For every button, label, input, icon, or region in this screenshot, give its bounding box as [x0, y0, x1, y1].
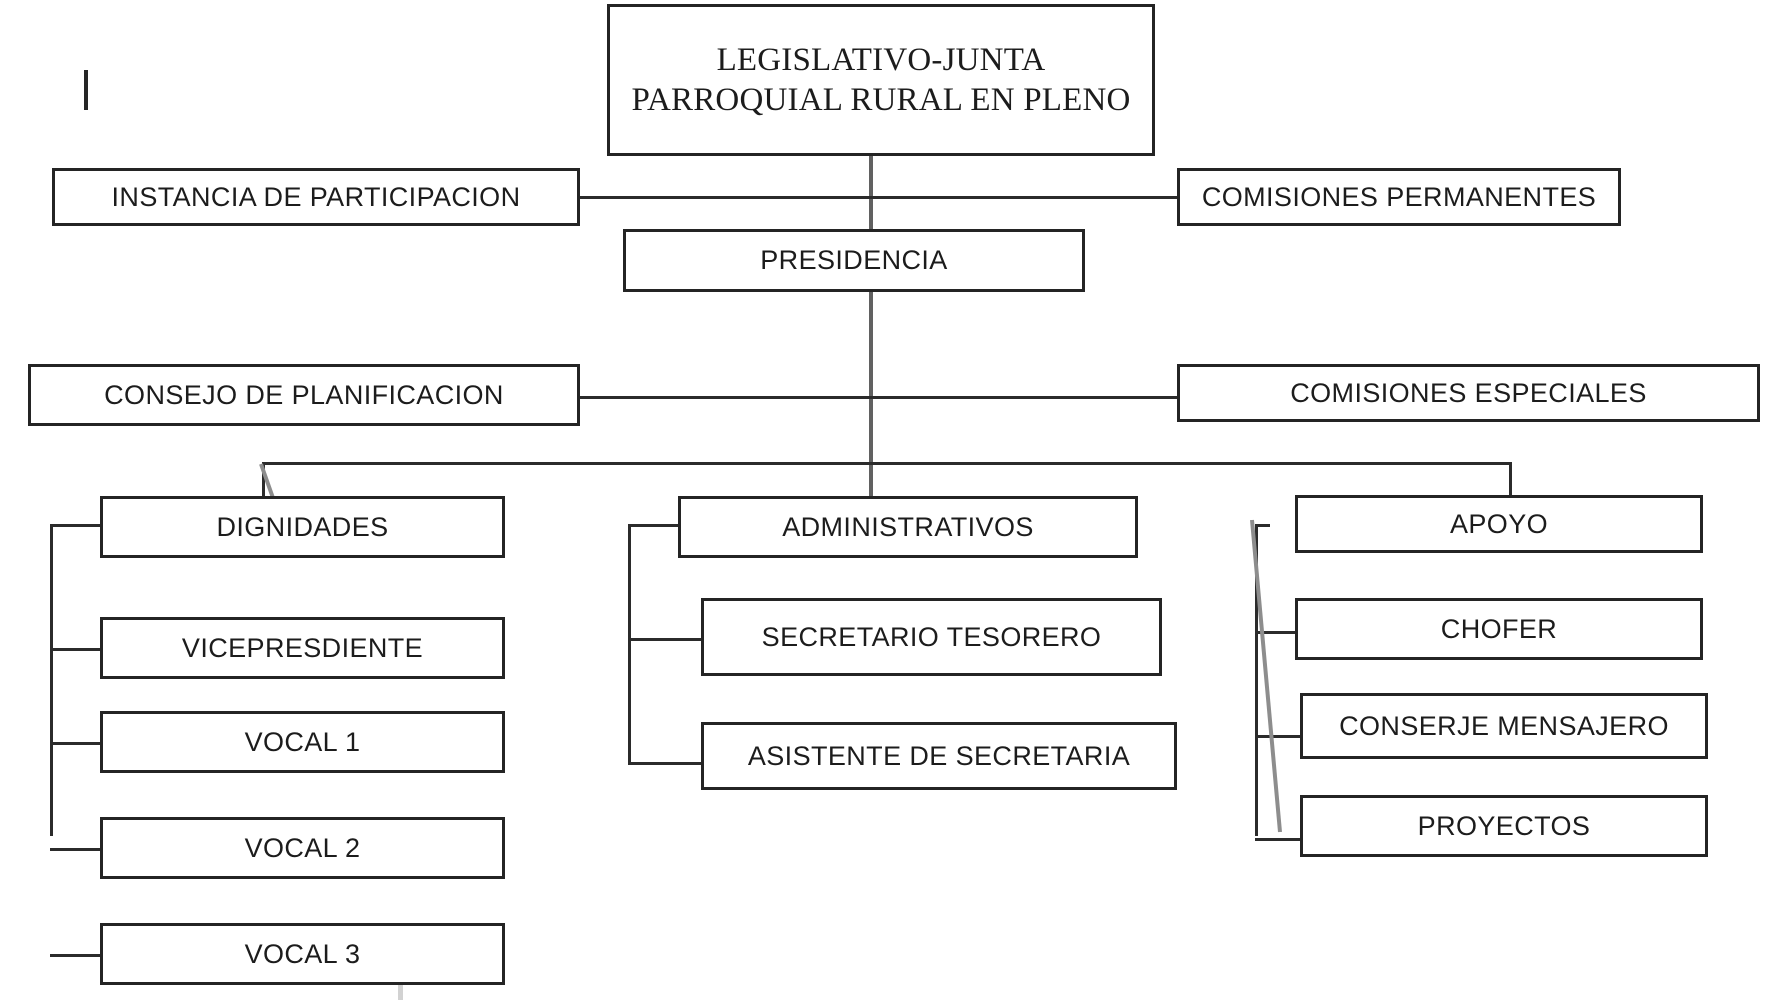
connector-stub-dignidades [50, 524, 102, 527]
node-chofer-label: CHOFER [1440, 613, 1558, 644]
node-comisiones-especiales-label: COMISIONES ESPECIALES [1290, 377, 1647, 408]
node-secretario-tesorero[interactable]: SECRETARIO TESORERO [701, 598, 1162, 676]
connector-stub-proyectos [1255, 838, 1300, 841]
node-instancia-de-participacion[interactable]: INSTANCIA DE PARTICIPACION [52, 168, 580, 226]
node-asistente-de-secretaria[interactable]: ASISTENTE DE SECRETARIA [701, 722, 1177, 790]
connector-stub-vocal1 [50, 742, 102, 745]
node-vocal-2-label: VOCAL 2 [244, 832, 361, 863]
node-asistente-de-secretaria-label: ASISTENTE DE SECRETARIA [747, 740, 1131, 771]
connector-row3-right [869, 396, 1179, 399]
connector-trunk-presidencia-to-bus [869, 291, 873, 463]
node-vocal-1[interactable]: VOCAL 1 [100, 711, 505, 773]
node-comisiones-permanentes-label: COMISIONES PERMANENTES [1201, 181, 1597, 212]
node-vocal-1-label: VOCAL 1 [244, 726, 361, 757]
node-consejo-label: CONSEJO DE PLANIFICACION [104, 379, 504, 410]
node-vocal-3-label: VOCAL 3 [244, 938, 361, 969]
node-root[interactable]: LEGISLATIVO-JUNTA PARROQUIAL RURAL EN PL… [607, 4, 1155, 156]
node-presidencia-label: PRESIDENCIA [760, 245, 948, 276]
node-proyectos[interactable]: PROYECTOS [1300, 795, 1708, 857]
node-administrativos-label: ADMINISTRATIVOS [782, 511, 1034, 542]
node-instancia-label: INSTANCIA DE PARTICIPACION [111, 181, 521, 212]
node-comisiones-especiales[interactable]: COMISIONES ESPECIALES [1177, 364, 1760, 422]
node-chofer[interactable]: CHOFER [1295, 598, 1703, 660]
connector-stub-asistente [628, 762, 703, 765]
connector-spine-administrativos [628, 524, 631, 764]
connector-row3-left [578, 396, 873, 399]
connector-bus-drop-apoyo [1509, 462, 1512, 498]
connector-stub-vicepresidente [50, 648, 102, 651]
node-root-label: LEGISLATIVO-JUNTA PARROQUIAL RURAL EN PL… [631, 41, 1131, 118]
connector-stub-vocal2 [50, 848, 102, 851]
connector-bus-drop-dignidades [262, 462, 265, 498]
text-caret [84, 70, 88, 110]
node-dignidades[interactable]: DIGNIDADES [100, 496, 505, 558]
node-consejo-de-planificacion[interactable]: CONSEJO DE PLANIFICACION [28, 364, 580, 426]
connector-trunk-bus-to-administrativos [869, 462, 873, 498]
node-presidencia[interactable]: PRESIDENCIA [623, 229, 1085, 292]
connector-stub-vocal3 [50, 954, 102, 957]
node-proyectos-label: PROYECTOS [1417, 810, 1591, 841]
connector-stub-chofer [1255, 631, 1295, 634]
node-vicepresidente-label: VICEPRESDIENTE [181, 632, 424, 663]
connector-stub-secretario [628, 638, 703, 641]
node-dignidades-label: DIGNIDADES [216, 511, 389, 542]
node-secretario-tesorero-label: SECRETARIO TESORERO [761, 621, 1102, 652]
node-vicepresidente[interactable]: VICEPRESDIENTE [100, 617, 505, 679]
connector-trunk-root-to-presidencia [869, 152, 873, 230]
bottom-artifact-mark [398, 985, 403, 1000]
node-administrativos[interactable]: ADMINISTRATIVOS [678, 496, 1138, 558]
node-vocal-3[interactable]: VOCAL 3 [100, 923, 505, 985]
node-conserje-mensajero-label: CONSERJE MENSAJERO [1339, 710, 1669, 741]
connector-slant-artifact-apoyo [1250, 519, 1282, 833]
connector-row2-right [869, 196, 1179, 199]
connector-spine-dignidades [50, 524, 53, 836]
connector-stub-conserje [1255, 735, 1300, 738]
connector-spine-apoyo [1255, 524, 1258, 836]
connector-row2-left [578, 196, 873, 199]
connector-slant-artifact-dignidades [259, 463, 275, 499]
node-apoyo[interactable]: APOYO [1295, 495, 1703, 553]
node-conserje-mensajero[interactable]: CONSERJE MENSAJERO [1300, 693, 1708, 759]
connector-distribution-bus [262, 462, 1512, 465]
connector-stub-apoyo [1255, 524, 1270, 527]
node-apoyo-label: APOYO [1449, 508, 1549, 539]
node-vocal-2[interactable]: VOCAL 2 [100, 817, 505, 879]
connector-stub-administrativos [628, 524, 680, 527]
node-comisiones-permanentes[interactable]: COMISIONES PERMANENTES [1177, 168, 1621, 226]
